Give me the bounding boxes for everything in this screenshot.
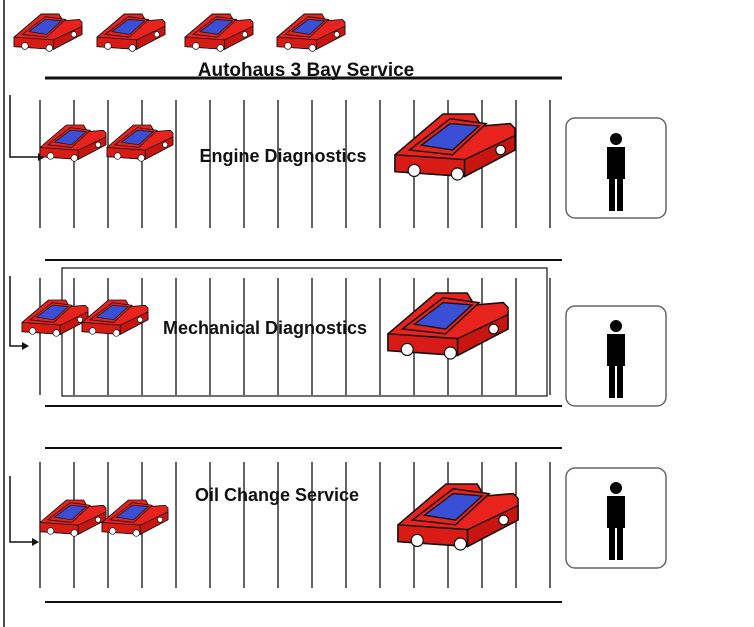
bay-floor-stripes (39, 100, 551, 228)
car-icon (184, 13, 254, 52)
car-icon (21, 299, 89, 337)
car-icon (106, 124, 174, 162)
bay-floor-stripes (39, 462, 551, 588)
car-in-service-icon (397, 483, 519, 551)
bay-oil-change-service: Oil Change Service (9, 447, 562, 603)
car-in-service-icon (387, 292, 509, 360)
technician-mechanical-diagnostics (565, 305, 667, 407)
bay-mechanical-diagnostics: Mechanical Diagnostics (9, 267, 562, 407)
car-icon (81, 299, 149, 337)
entry-arrow-head (22, 342, 29, 350)
bay-floor-stripes (39, 278, 551, 395)
bay-engine-diagnostics: Engine Diagnostics (9, 95, 562, 261)
technician-engine-diagnostics (565, 117, 667, 219)
bay-label: Oil Change Service (195, 485, 359, 505)
entry-arrow-head (32, 538, 39, 546)
car-icon (39, 124, 107, 162)
bay-label: Mechanical Diagnostics (163, 318, 367, 338)
car-icon (101, 499, 169, 537)
entry-arrow-icon (9, 476, 32, 543)
waiting-cars (13, 13, 346, 52)
technician-oil-change-service (565, 467, 667, 569)
car-icon (276, 13, 346, 52)
entry-arrow-icon (9, 95, 38, 158)
car-icon (96, 13, 166, 52)
car-in-service-icon (394, 113, 516, 181)
diagram-title: Autohaus 3 Bay Service (198, 60, 414, 81)
car-icon (13, 13, 83, 52)
bay-label: Engine Diagnostics (199, 146, 366, 166)
car-icon (39, 499, 107, 537)
entry-arrow-icon (9, 276, 22, 347)
